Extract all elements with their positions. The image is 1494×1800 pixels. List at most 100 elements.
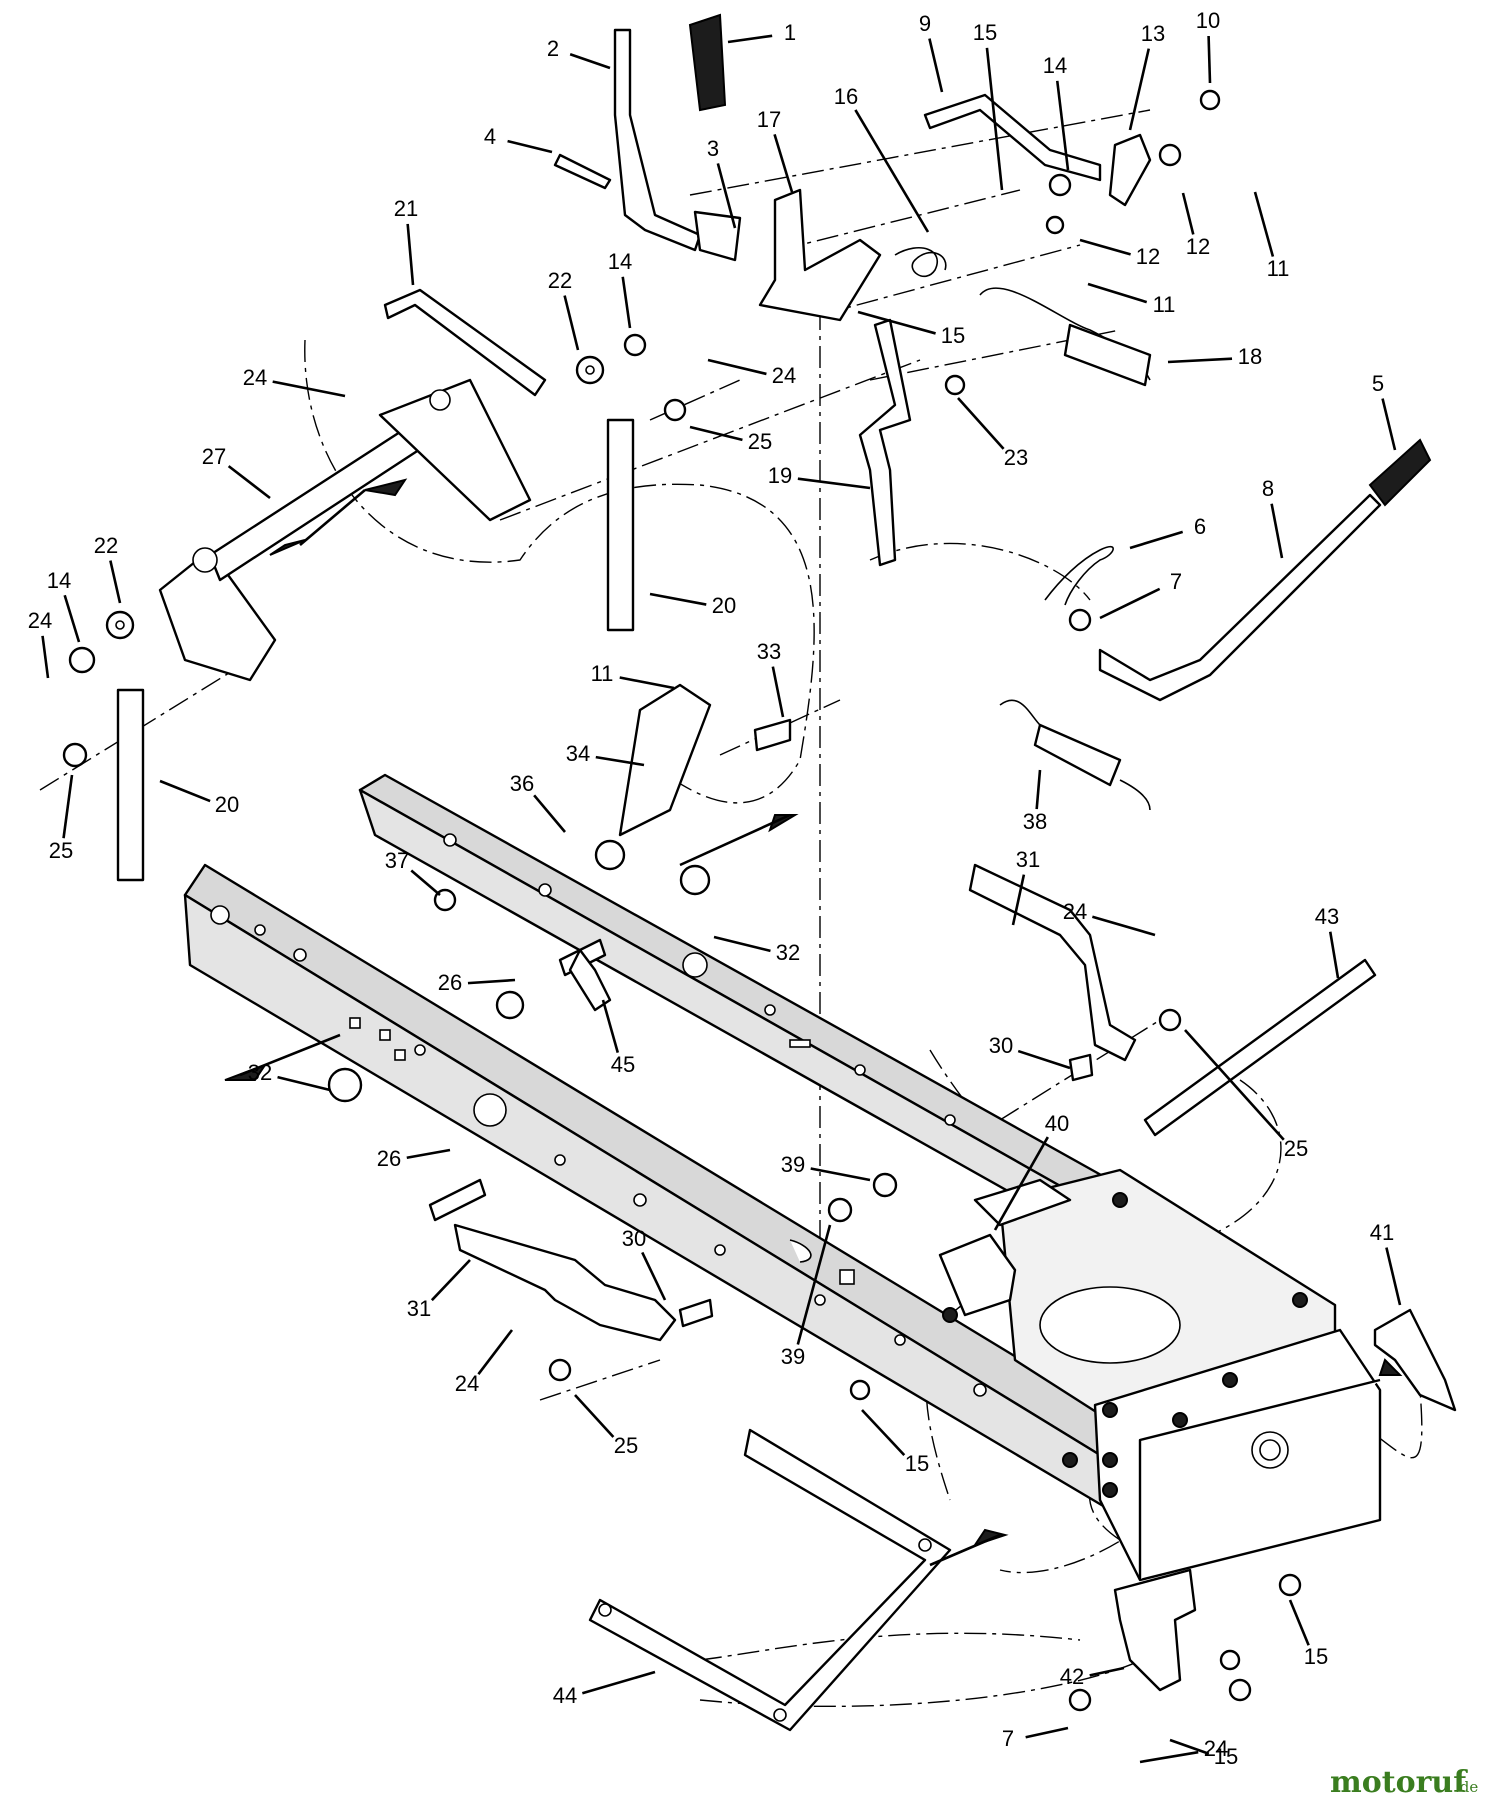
bracket-34 — [618, 683, 712, 837]
callout-label-c24c: 24 — [28, 608, 52, 633]
callout-leader-c9 — [928, 38, 944, 93]
callout-label-c20b: 20 — [215, 792, 239, 817]
callout-leader-c20a — [649, 592, 707, 606]
callout-label-c22a: 22 — [548, 268, 572, 293]
callout-leader-c2 — [569, 52, 611, 70]
callout-label-c32b: 32 — [248, 1060, 272, 1085]
callout-label-c25b: 25 — [49, 838, 73, 863]
callout-leader-c7a — [1099, 587, 1161, 620]
callout-label-c12a: 12 — [1136, 244, 1160, 269]
callout-leader-c18 — [1167, 357, 1233, 364]
callout-label-c24b: 24 — [772, 363, 796, 388]
callout-leader-c33 — [771, 666, 785, 718]
callout-leader-c31a — [1011, 874, 1026, 926]
callout-label-c18: 18 — [1238, 344, 1262, 369]
callout-leader-c44 — [581, 1670, 656, 1695]
bracket-17 — [758, 188, 882, 322]
callout-leader-c24e — [477, 1329, 514, 1375]
callout-label-c39a: 39 — [781, 1152, 805, 1177]
pedal-8 — [1098, 438, 1432, 702]
callout-label-c11c: 11 — [591, 661, 614, 686]
callout-label-c8: 8 — [1262, 476, 1274, 501]
callout-leader-c15b — [857, 310, 936, 335]
link-20 — [116, 418, 635, 882]
callout-leader-c14b — [621, 276, 632, 329]
callout-label-c14c: 14 — [47, 568, 71, 593]
callout-label-c26b: 26 — [377, 1146, 401, 1171]
bracket-40 — [938, 1178, 1072, 1317]
callout-leader-c15d — [1288, 1599, 1310, 1646]
callout-label-c3: 3 — [707, 136, 719, 161]
callout-label-c7b: 7 — [1002, 1726, 1014, 1751]
callout-label-c19: 19 — [768, 463, 792, 488]
callout-leader-c24a — [272, 380, 346, 398]
callout-label-c45: 45 — [611, 1052, 635, 1077]
callout-leader-c14a — [1055, 80, 1070, 171]
arm-31-lower — [453, 1223, 677, 1342]
rod-21 — [383, 288, 547, 397]
callout-label-c2: 2 — [547, 36, 559, 61]
callout-leader-c16 — [854, 109, 930, 233]
callout-leader-c6 — [1129, 530, 1184, 550]
frame-rail-right — [358, 773, 1112, 1242]
callout-label-c15b: 15 — [941, 323, 965, 348]
callout-leader-c31b — [430, 1259, 471, 1302]
callout-leader-c11a — [1253, 191, 1275, 257]
callout-leader-c25b — [62, 774, 74, 839]
callout-leader-c27 — [227, 465, 271, 500]
callout-leader-c32a — [713, 935, 771, 953]
callout-label-c39b: 39 — [781, 1344, 805, 1369]
bracket-42 — [1113, 1568, 1197, 1692]
callout-leader-c41 — [1385, 1247, 1402, 1306]
callout-leader-c15c — [861, 1409, 906, 1456]
callout-leader-c39a — [810, 1167, 871, 1182]
watermark-logo: motoruf .de — [1330, 1765, 1478, 1800]
callout-label-c17: 17 — [757, 107, 781, 132]
callout-label-c4: 4 — [484, 124, 496, 149]
callout-leader-c38 — [1035, 769, 1042, 810]
callout-leader-c7b — [1025, 1726, 1069, 1739]
callout-label-c33: 33 — [757, 639, 781, 664]
callout-leader-c26b — [406, 1148, 451, 1160]
spring-6 — [1044, 545, 1114, 606]
callout-leader-c26a — [467, 978, 516, 985]
callout-leader-c25d — [574, 1394, 615, 1438]
pedal-shaft-27 — [158, 378, 532, 682]
callout-leader-c34 — [595, 755, 645, 767]
callout-leader-c15a — [985, 47, 1004, 191]
callout-label-c24d: 24 — [1063, 899, 1087, 924]
callout-label-c43: 43 — [1315, 904, 1339, 929]
callout-label-c41: 41 — [1370, 1220, 1394, 1245]
callout-label-c31a: 31 — [1016, 847, 1040, 872]
callout-leader-c24f — [1139, 1750, 1199, 1764]
callout-leader-c22a — [563, 295, 580, 351]
callout-label-c6: 6 — [1194, 514, 1206, 539]
callout-leader-c43 — [1328, 931, 1340, 979]
arm-31-upper — [968, 863, 1137, 1062]
callout-leader-c15e — [1169, 1738, 1210, 1755]
callout-leader-c1 — [727, 34, 773, 44]
callout-label-c24e: 24 — [455, 1371, 479, 1396]
callout-leader-c40 — [993, 1136, 1049, 1231]
callout-label-c12b: 12 — [1186, 234, 1210, 259]
rod-43 — [1143, 958, 1377, 1137]
callout-label-c7a: 7 — [1170, 569, 1182, 594]
callout-leader-c14c — [63, 594, 81, 643]
rod-9 — [923, 93, 1102, 182]
lever-2 — [613, 13, 727, 252]
callout-leader-c30b — [641, 1251, 667, 1301]
callout-label-c20a: 20 — [712, 593, 736, 618]
spring-38 — [1033, 723, 1122, 787]
callout-label-c24a: 24 — [243, 365, 267, 390]
callout-leader-c37 — [410, 869, 441, 896]
lever-19 — [858, 318, 912, 567]
callout-leader-c23 — [957, 397, 1005, 450]
callout-leader-c39b — [796, 1224, 832, 1345]
callout-leader-c30a — [1017, 1049, 1071, 1070]
callout-leader-c20b — [159, 779, 211, 803]
callout-leader-c45 — [601, 999, 620, 1053]
callout-label-c34: 34 — [566, 741, 590, 766]
callout-label-c1: 1 — [784, 20, 796, 45]
callout-leader-c24c — [41, 635, 50, 679]
